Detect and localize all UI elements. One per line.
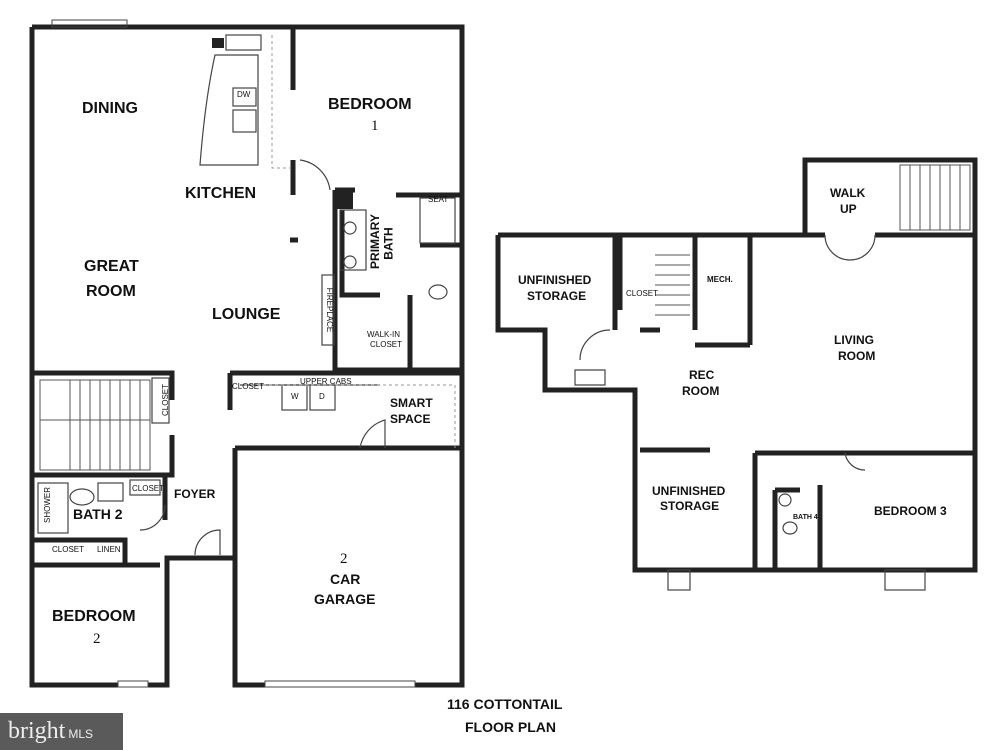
closet-label-lower: CLOSET	[626, 289, 659, 298]
closet-label-bath2: CLOSET	[132, 484, 165, 493]
room-unfinished-storage2-line2: STORAGE	[660, 499, 720, 513]
room-dining: DINING	[82, 100, 138, 117]
fireplace-label: FIREPLACE	[325, 287, 335, 333]
room-bedroom1-number: 1	[371, 118, 379, 134]
walk-up-line1: WALK	[830, 186, 866, 200]
upper-cabs-label: UPPER CABS	[300, 377, 352, 386]
closet-label-stairs: CLOSET	[161, 383, 171, 417]
room-rec-line1: REC	[689, 368, 715, 382]
garage-number: 2	[340, 551, 348, 567]
garage-line1: CAR	[330, 571, 361, 587]
room-great-room-line2: ROOM	[86, 283, 136, 300]
washer-label: W	[291, 392, 299, 401]
room-bedroom3: BEDROOM 3	[874, 504, 947, 518]
room-bedroom2-number: 2	[93, 631, 101, 647]
room-smart-space-line2: SPACE	[390, 412, 431, 426]
walkin-closet-line1: WALK-IN	[367, 330, 401, 339]
walk-up-line2: UP	[840, 202, 857, 216]
room-bedroom2: BEDROOM	[52, 608, 136, 625]
garage-line2: GARAGE	[314, 591, 376, 607]
seat-label: SEAT	[428, 195, 449, 204]
room-rec-line2: ROOM	[682, 384, 720, 398]
mech-label: MECH.	[707, 275, 733, 284]
plan-title-line2: FLOOR PLAN	[465, 719, 556, 735]
logo-brand: bright	[8, 718, 66, 744]
room-smart-space-line1: SMART	[390, 396, 433, 410]
room-foyer: FOYER	[174, 487, 216, 501]
linen-label: LINEN	[97, 545, 121, 554]
room-bedroom1: BEDROOM	[328, 96, 412, 113]
room-primary-bath-line2: BATH	[381, 227, 396, 260]
room-living-line2: ROOM	[838, 349, 876, 363]
room-living-line1: LIVING	[834, 333, 875, 347]
dishwasher-label: DW	[237, 90, 251, 99]
walkin-closet-line2: CLOSET	[370, 340, 403, 349]
room-unfinished-storage2-line1: UNFINISHED	[652, 484, 726, 498]
closet-label-hall: CLOSET	[52, 545, 85, 554]
room-great-room-line1: GREAT	[84, 258, 139, 275]
closet-label-laundry: CLOSET	[232, 382, 265, 391]
dryer-label: D	[319, 392, 325, 401]
room-primary-bath-line1: PRIMARY	[367, 214, 382, 269]
plan-title-line1: 116 COTTONTAIL	[447, 696, 563, 712]
room-bath2: BATH 2	[73, 506, 123, 522]
room-kitchen: KITCHEN	[185, 185, 257, 202]
room-lounge: LOUNGE	[212, 306, 281, 323]
shower-label: SHOWER	[43, 487, 52, 523]
room-bath4: BATH 4	[793, 514, 818, 521]
logo-suffix: MLS	[68, 727, 94, 741]
room-unfinished-storage1-line2: STORAGE	[527, 289, 587, 303]
room-unfinished-storage1-line1: UNFINISHED	[518, 273, 592, 287]
